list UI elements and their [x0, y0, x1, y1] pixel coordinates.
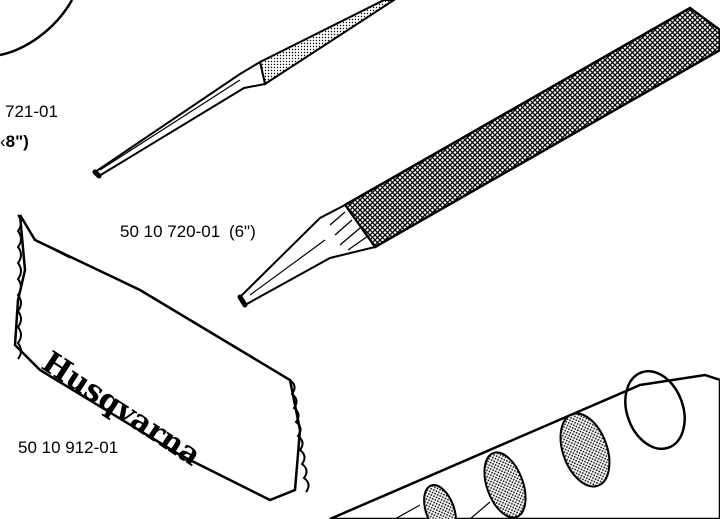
pouch — [13, 214, 310, 502]
flat-file-partno-text: 50 10 720-01 — [120, 222, 221, 241]
flat-file-part-number: 50 10 720-01 (6") — [120, 222, 256, 242]
grinding-stone — [329, 369, 720, 519]
file-guide-outline — [0, 0, 74, 57]
round-file-part-number: 721-01 — [5, 102, 58, 121]
flat-file — [237, 6, 720, 308]
pouch-part-number: 50 10 912-01 — [18, 438, 119, 457]
round-file-size-text: 8") — [5, 132, 29, 151]
size-prefix: ‹ — [0, 132, 6, 151]
round-file — [92, 0, 396, 179]
round-file-size: ‹8") — [0, 132, 29, 152]
flat-file-size-text: (6") — [228, 222, 256, 241]
